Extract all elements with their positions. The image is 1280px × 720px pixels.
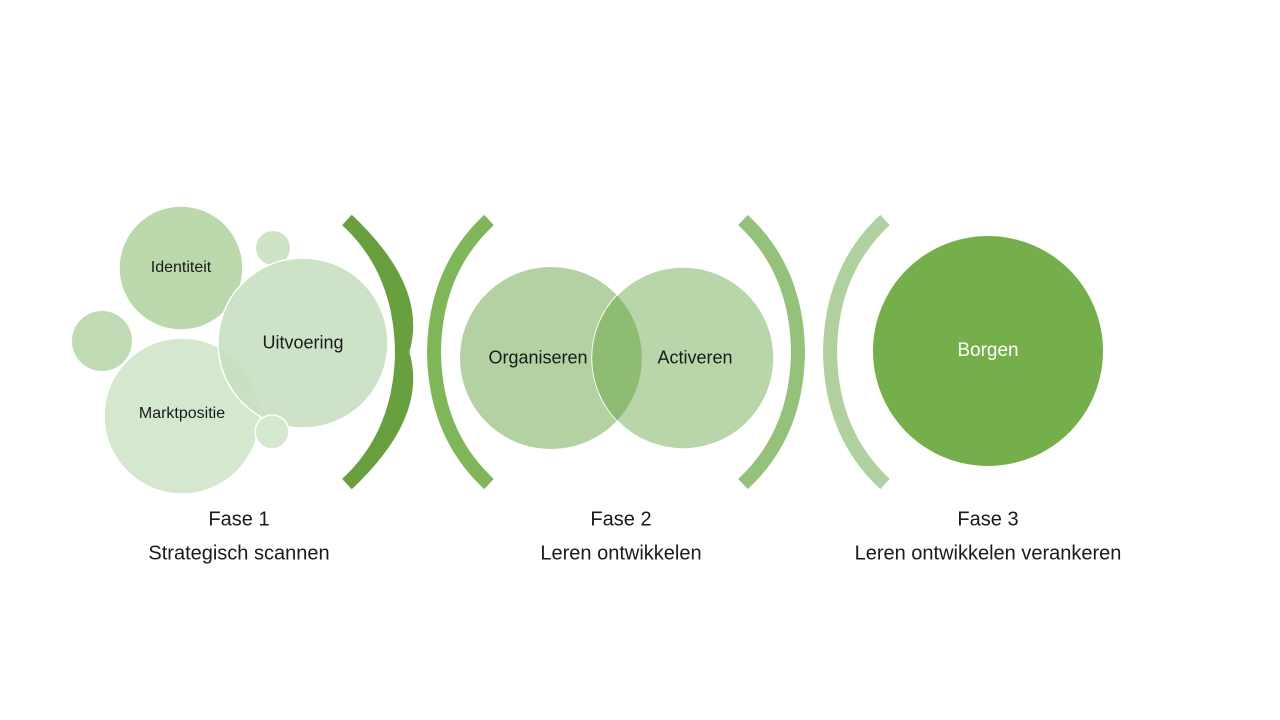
- bubble-organiseren: [460, 267, 642, 449]
- phase1-subtitle: Strategisch scannen: [148, 542, 330, 565]
- phase1-title: Fase 1: [208, 508, 270, 531]
- bracket-3: [738, 214, 806, 490]
- bracket-4: [822, 214, 890, 490]
- bubble-activeren: [591, 266, 775, 450]
- label-organiseren: Organiseren: [488, 347, 588, 368]
- label-marktpositie: Marktpositie: [138, 405, 226, 422]
- label-activeren: Activeren: [657, 347, 733, 368]
- label-identiteit: Identiteit: [150, 259, 212, 276]
- phase2-subtitle: Leren ontwikkelen: [540, 542, 702, 565]
- bubble-small-bottom: [254, 414, 290, 450]
- bubble-uitvoering: [217, 257, 389, 429]
- label-borgen: Borgen: [957, 340, 1019, 361]
- label-uitvoering: Uitvoering: [262, 332, 344, 353]
- phase3-title: Fase 3: [957, 508, 1019, 531]
- bubble-identiteit: [118, 205, 244, 331]
- bubble-small-top: [256, 231, 290, 265]
- phase3-subtitle: Leren ontwikkelen verankeren: [854, 542, 1122, 565]
- phase2-title: Fase 2: [590, 508, 652, 531]
- bracket-2: [426, 214, 494, 490]
- bubble-borgen: [873, 236, 1103, 466]
- bubble-small-left: [72, 311, 132, 371]
- bubble-overlap: [592, 295, 642, 421]
